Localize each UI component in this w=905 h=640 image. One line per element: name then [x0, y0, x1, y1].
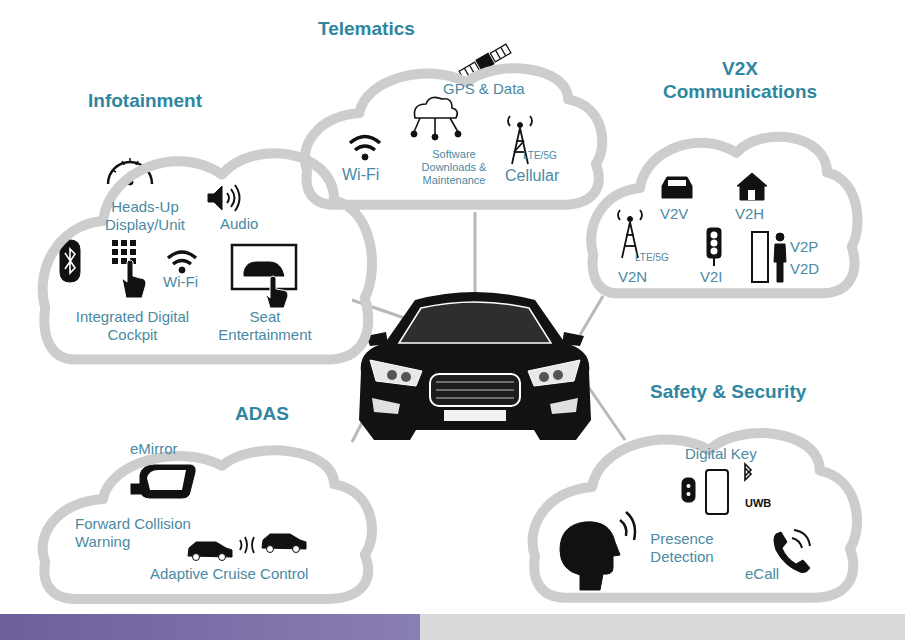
- feature-label: Audio: [220, 215, 280, 233]
- feature-label: V2V: [660, 205, 710, 223]
- feature-label: Software Downloads & Maintenance: [408, 148, 500, 188]
- cloud-outline: [591, 137, 857, 294]
- v2x-cloud: V2X CommunicationsV2VV2HLTE/5GV2NV2IV2PV…: [585, 110, 860, 305]
- feature-label: V2N: [618, 268, 668, 286]
- feature-label: Cellular: [505, 166, 575, 185]
- bottom-strip: [0, 614, 420, 640]
- cloud-outline: [35, 118, 375, 375]
- feature-label: Seat Entertainment: [205, 308, 325, 344]
- feature-label: Wi-Fi: [342, 165, 392, 184]
- feature-label: eCall: [745, 565, 795, 583]
- feature-label: eMirror: [130, 440, 210, 458]
- safety-cloud: Safety & SecurityDigital KeyUWBPresence …: [525, 405, 860, 610]
- cloud-outline: [43, 450, 372, 599]
- cloud-outline: [525, 405, 860, 610]
- infotainment-icons: [60, 158, 296, 308]
- telematics-cloud: TelematicsGPS & DataWi-FiSoftware Downlo…: [298, 45, 605, 215]
- cloud-heading: V2X Communications: [655, 58, 825, 104]
- cloud-heading: Telematics: [318, 18, 468, 41]
- feature-label: V2H: [735, 205, 785, 223]
- feature-label: Wi-Fi: [163, 273, 213, 291]
- cloud-heading: Safety & Security: [650, 381, 830, 404]
- cloud-heading: ADAS: [235, 403, 315, 426]
- feature-label: V2P: [790, 238, 840, 256]
- feature-label: UWB: [745, 497, 785, 510]
- infotainment-cloud: InfotainmentHeads-Up Display/UnitAudioWi…: [35, 118, 375, 375]
- cloud-outline: [305, 68, 602, 204]
- cloud-heading: Infotainment: [88, 90, 258, 113]
- feature-label: V2I: [700, 268, 750, 286]
- feature-label: LTE/5G: [523, 150, 573, 162]
- cloud-outline: [298, 45, 605, 215]
- telematics-icons: [350, 43, 532, 164]
- feature-label: Digital Key: [685, 445, 785, 463]
- adas-icons: [131, 465, 306, 561]
- feature-label: Adaptive Cruise Control: [150, 565, 350, 583]
- feature-label: LTE/5G: [635, 252, 685, 264]
- cloud-outline: [533, 433, 858, 598]
- car-illustration: [359, 292, 591, 440]
- feature-label: GPS & Data: [443, 80, 543, 98]
- cloud-outline: [43, 153, 372, 359]
- feature-label: Forward Collision Warning: [75, 515, 225, 551]
- bottom-strip: [420, 614, 905, 640]
- feature-label: V2D: [790, 260, 840, 278]
- feature-label: Integrated Digital Cockpit: [70, 308, 195, 344]
- adas-cloud: ADASeMirrorForward Collision WarningAdap…: [35, 425, 375, 610]
- feature-label: Heads-Up Display/Unit: [90, 198, 200, 234]
- leader-lines: [352, 212, 625, 442]
- feature-label: Presence Detection: [632, 530, 732, 566]
